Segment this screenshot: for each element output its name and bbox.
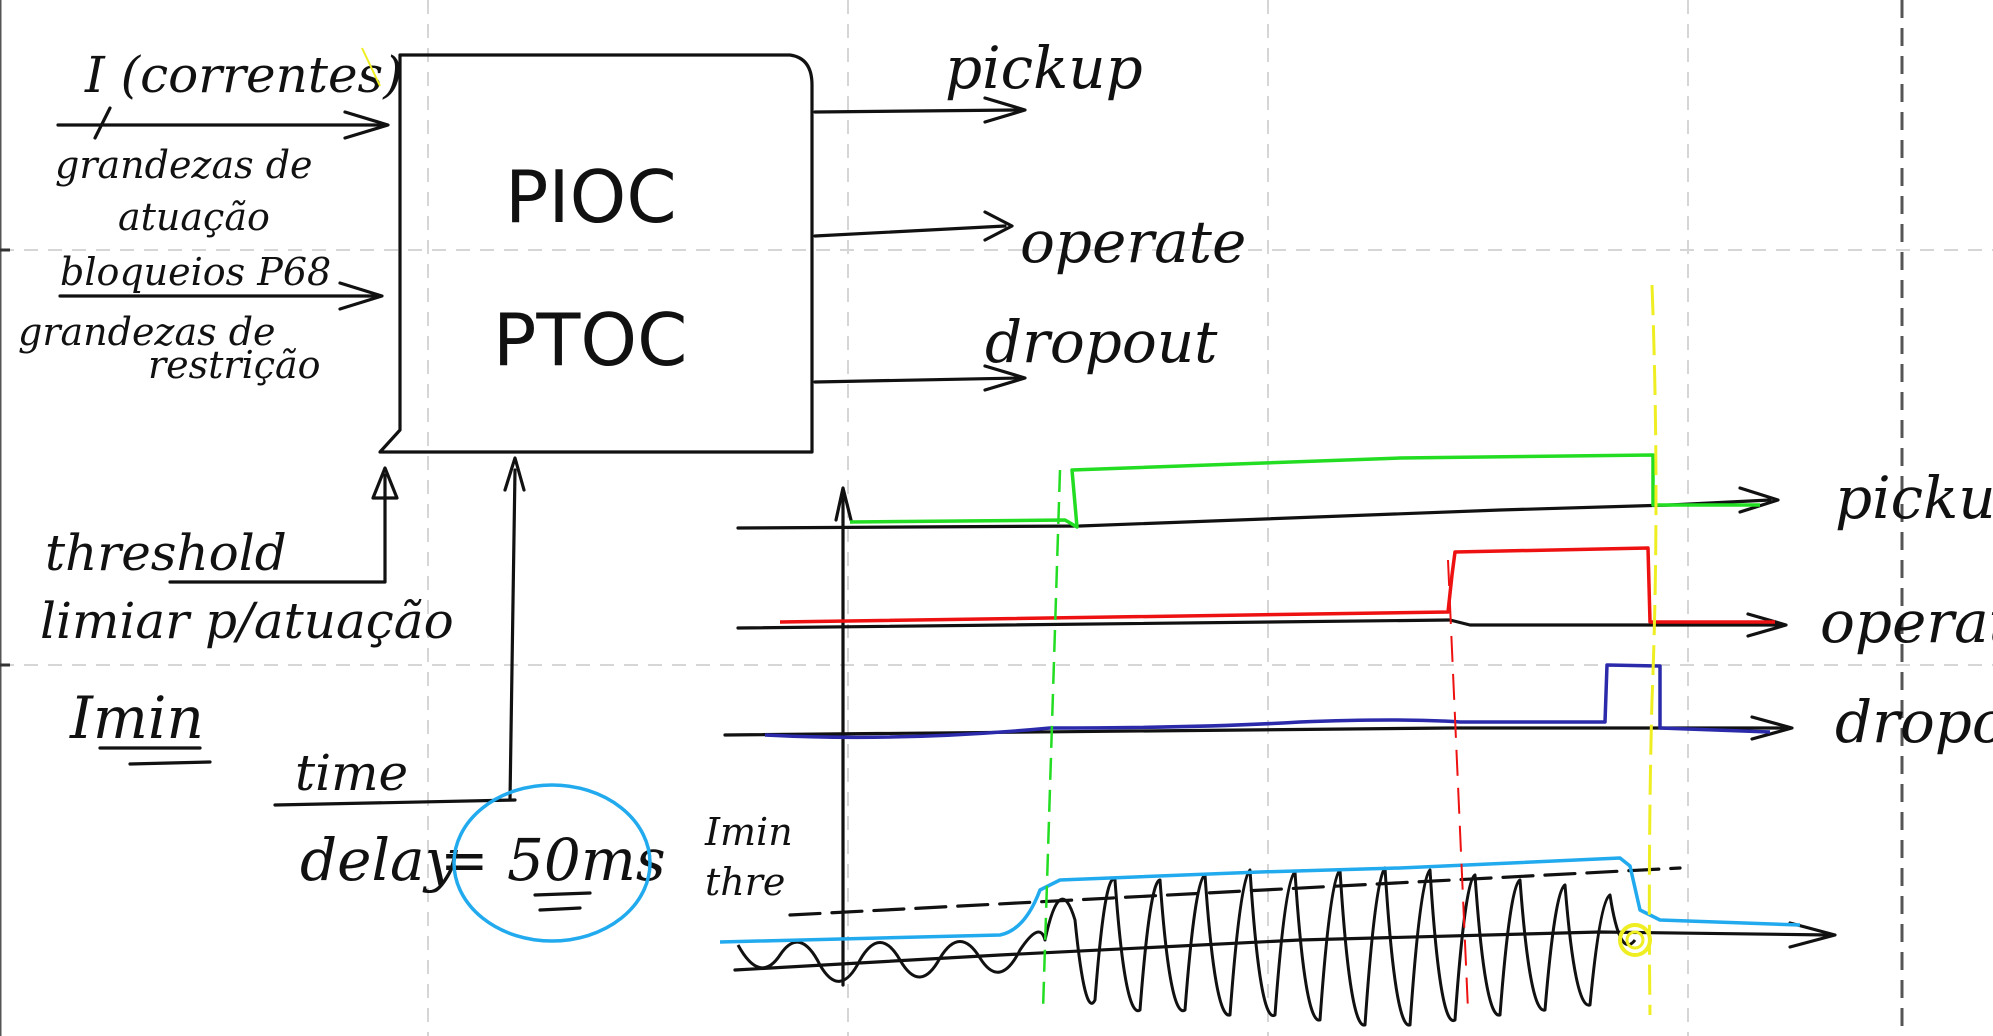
block-label-pioc: PIOC [505, 155, 677, 239]
block-label-ptoc: PTOC [493, 298, 687, 382]
output-label-pickup: pickup [945, 34, 1143, 102]
label-actuation-quantities-1: grandezas de [55, 143, 313, 187]
pickup-baseline [736, 498, 1772, 530]
label-time: time [295, 744, 408, 802]
block-outputs: pickup operate dropout [813, 34, 1246, 392]
protection-block: PIOC PTOC [378, 53, 814, 454]
output-label-dropout: dropout [985, 308, 1218, 376]
operate-baseline [736, 618, 1782, 630]
label-restriction-quantities-1: grandezas de [18, 310, 276, 354]
threshold-line [788, 866, 1682, 917]
label-currents: I (correntes) [84, 46, 403, 104]
dropout-event-marker [1647, 284, 1658, 1016]
input-blocking: bloqueios P68 grandezas de restrição [18, 250, 384, 387]
timing-label-imin: Imin [704, 810, 793, 854]
label-actuation-quantities-2: atuação [118, 195, 270, 239]
input-currents: I (correntes) grandezas de atuação [55, 46, 403, 239]
imin-threshold-signal [719, 856, 1801, 944]
label-imin: Imin [69, 684, 204, 752]
output-label-operate: operate [1020, 208, 1246, 276]
timing-diagram: pickup operate dropout Imin thre [361, 47, 1993, 1027]
input-time-delay: time delay = 50ms [273, 456, 666, 943]
pickup-signal [849, 453, 1760, 529]
timing-label-operate: operate [1820, 588, 1993, 656]
input-threshold: threshold limiar p/atuação Imin [40, 466, 454, 766]
delay-highlight-circle [452, 783, 652, 943]
label-threshold-pt: limiar p/atuação [40, 592, 454, 650]
dropout-crossing-circle [1618, 923, 1652, 957]
dropout-signal [764, 663, 1771, 740]
timing-label-dropout: dropout [1835, 688, 1993, 756]
timing-label-pickup: pickup [1835, 464, 1993, 532]
dropout-baseline [723, 726, 1792, 737]
label-delay-value: = 50ms [440, 826, 666, 894]
operate-event-marker [1447, 559, 1469, 1011]
label-delay: delay [300, 826, 459, 894]
current-waveform [736, 866, 1637, 1027]
label-blocking: bloqueios P68 [60, 250, 331, 294]
operate-signal [779, 546, 1775, 624]
label-restriction-quantities-2: restrição [148, 343, 321, 387]
pickup-event-marker [1041, 469, 1062, 1011]
label-threshold: threshold [45, 524, 287, 582]
timing-label-thre: thre [705, 860, 785, 904]
